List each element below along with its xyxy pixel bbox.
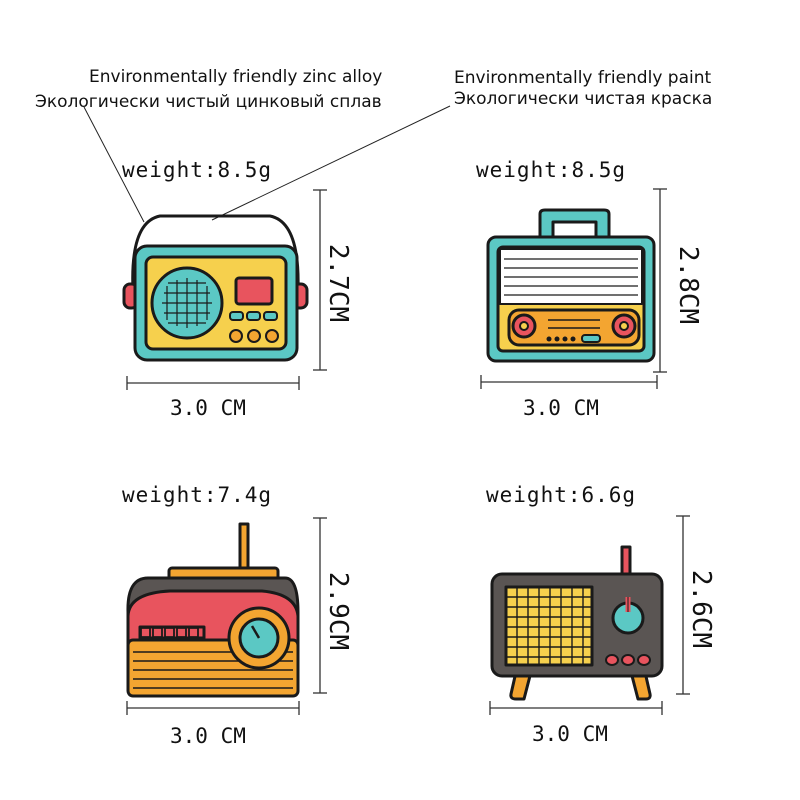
retro-tv-radio-icon <box>490 545 664 701</box>
dimension-lines <box>126 188 690 715</box>
paint-label-ru: Экологически чистая краска <box>454 89 713 109</box>
pin-3-weight: weight:7.4g <box>122 483 273 507</box>
zinc-pointer-line <box>83 106 145 223</box>
retro-radio-handle-icon <box>122 214 309 362</box>
retro-radio-antenna-icon <box>126 522 300 698</box>
paint-label-en: Environmentally friendly paint <box>454 68 712 88</box>
paint-pointer-line <box>211 105 451 221</box>
retro-radio-suitcase-icon <box>486 208 656 363</box>
pin-1-width: 3.0 CM <box>170 396 246 420</box>
pin-4-width: 3.0 CM <box>532 722 608 746</box>
pin-2-width: 3.0 CM <box>523 396 599 420</box>
pin-1-weight: weight:8.5g <box>122 158 273 182</box>
pin-3-width: 3.0 CM <box>170 724 246 748</box>
pin-4-weight: weight:6.6g <box>486 483 637 507</box>
pin-2-weight: weight:8.5g <box>476 158 627 182</box>
zinc-alloy-label-en: Environmentally friendly zinc alloy <box>89 67 383 87</box>
zinc-alloy-label-ru: Экологически чистый цинковый сплав <box>35 92 382 112</box>
